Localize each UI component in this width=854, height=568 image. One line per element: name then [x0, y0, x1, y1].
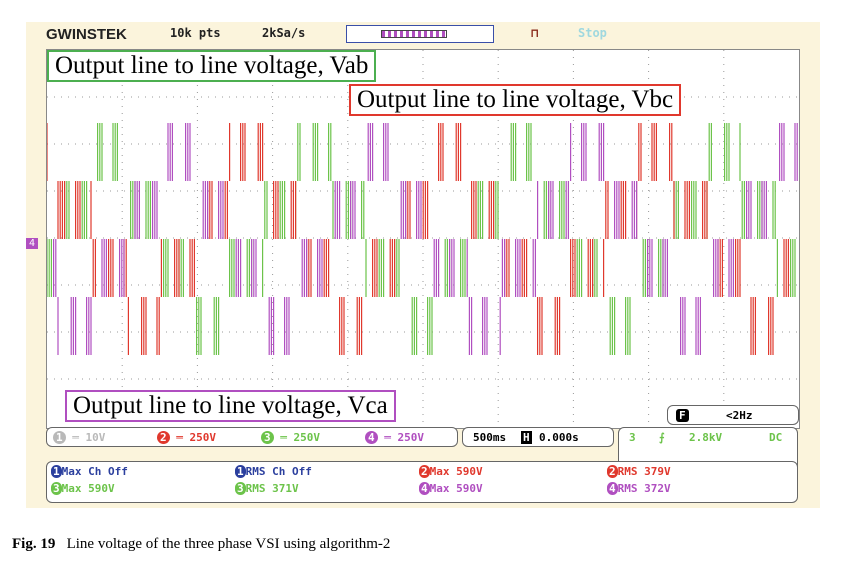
channel-scale: 10V	[85, 431, 106, 444]
label-vab: Output line to line voltage, Vab	[47, 50, 377, 82]
channel-badge: 3	[261, 431, 274, 444]
record-length: 10k pts	[170, 26, 221, 40]
channel-badge: 2	[157, 431, 170, 444]
waveform-svg	[46, 50, 799, 428]
channel-scale-bar: 1 ═ 10V 2 ═ 250V 3 ═ 250V 4 ═ 250V	[46, 427, 458, 447]
timebase-div: 500ms	[473, 431, 507, 444]
brand-logo: GWINSTEK	[46, 26, 127, 43]
trigger-source: 3	[629, 431, 636, 444]
freq-value: <2Hz	[726, 409, 753, 422]
sample-rate: 2kSa/s	[262, 26, 306, 40]
label-vbc: Output line to line voltage, Vbc	[349, 84, 682, 116]
figure-caption: Fig. 19 Line voltage of the three phase …	[12, 536, 390, 553]
frequency-counter: F <2Hz	[667, 405, 799, 425]
channel-scale: 250V	[189, 431, 217, 444]
trigger-pulse-icon: ⊓	[531, 26, 539, 40]
label-vca: Output line to line voltage, Vca	[65, 390, 396, 422]
trigger-level: 2.8kV	[689, 431, 723, 444]
channel-badge: 4	[365, 431, 378, 444]
freq-icon: F	[676, 409, 689, 422]
channel-marker: 4	[26, 238, 39, 249]
channel-4-scale[interactable]: 4 ═ 250V	[365, 431, 424, 444]
channel-3-scale[interactable]: 3 ═ 250V	[261, 431, 320, 444]
channel-1-scale[interactable]: 1 ═ 10V	[53, 431, 105, 444]
memory-bar	[346, 25, 494, 43]
oscilloscope-screen: GWINSTEK 10k pts 2kSa/s ⊓ Stop Output li…	[26, 22, 820, 508]
waveform-area: Output line to line voltage, Vab Output …	[46, 49, 800, 429]
channel-2-scale[interactable]: 2 ═ 250V	[157, 431, 216, 444]
run-state: Stop	[578, 26, 607, 40]
channel-scale: 250V	[293, 431, 321, 444]
channel-badge: 1	[53, 431, 66, 444]
channel-scale: 250V	[397, 431, 425, 444]
rising-edge-icon: ⨍	[659, 431, 665, 444]
caption-text: Line voltage of the three phase VSI usin…	[66, 536, 391, 552]
trigger-coupling: DC	[769, 431, 783, 444]
caption-label: Fig. 19	[12, 536, 56, 552]
horizontal-delay: 0.000s	[539, 431, 579, 444]
horizontal-icon: H	[521, 431, 532, 444]
timebase-bar[interactable]: 500ms H 0.000s	[462, 427, 614, 447]
